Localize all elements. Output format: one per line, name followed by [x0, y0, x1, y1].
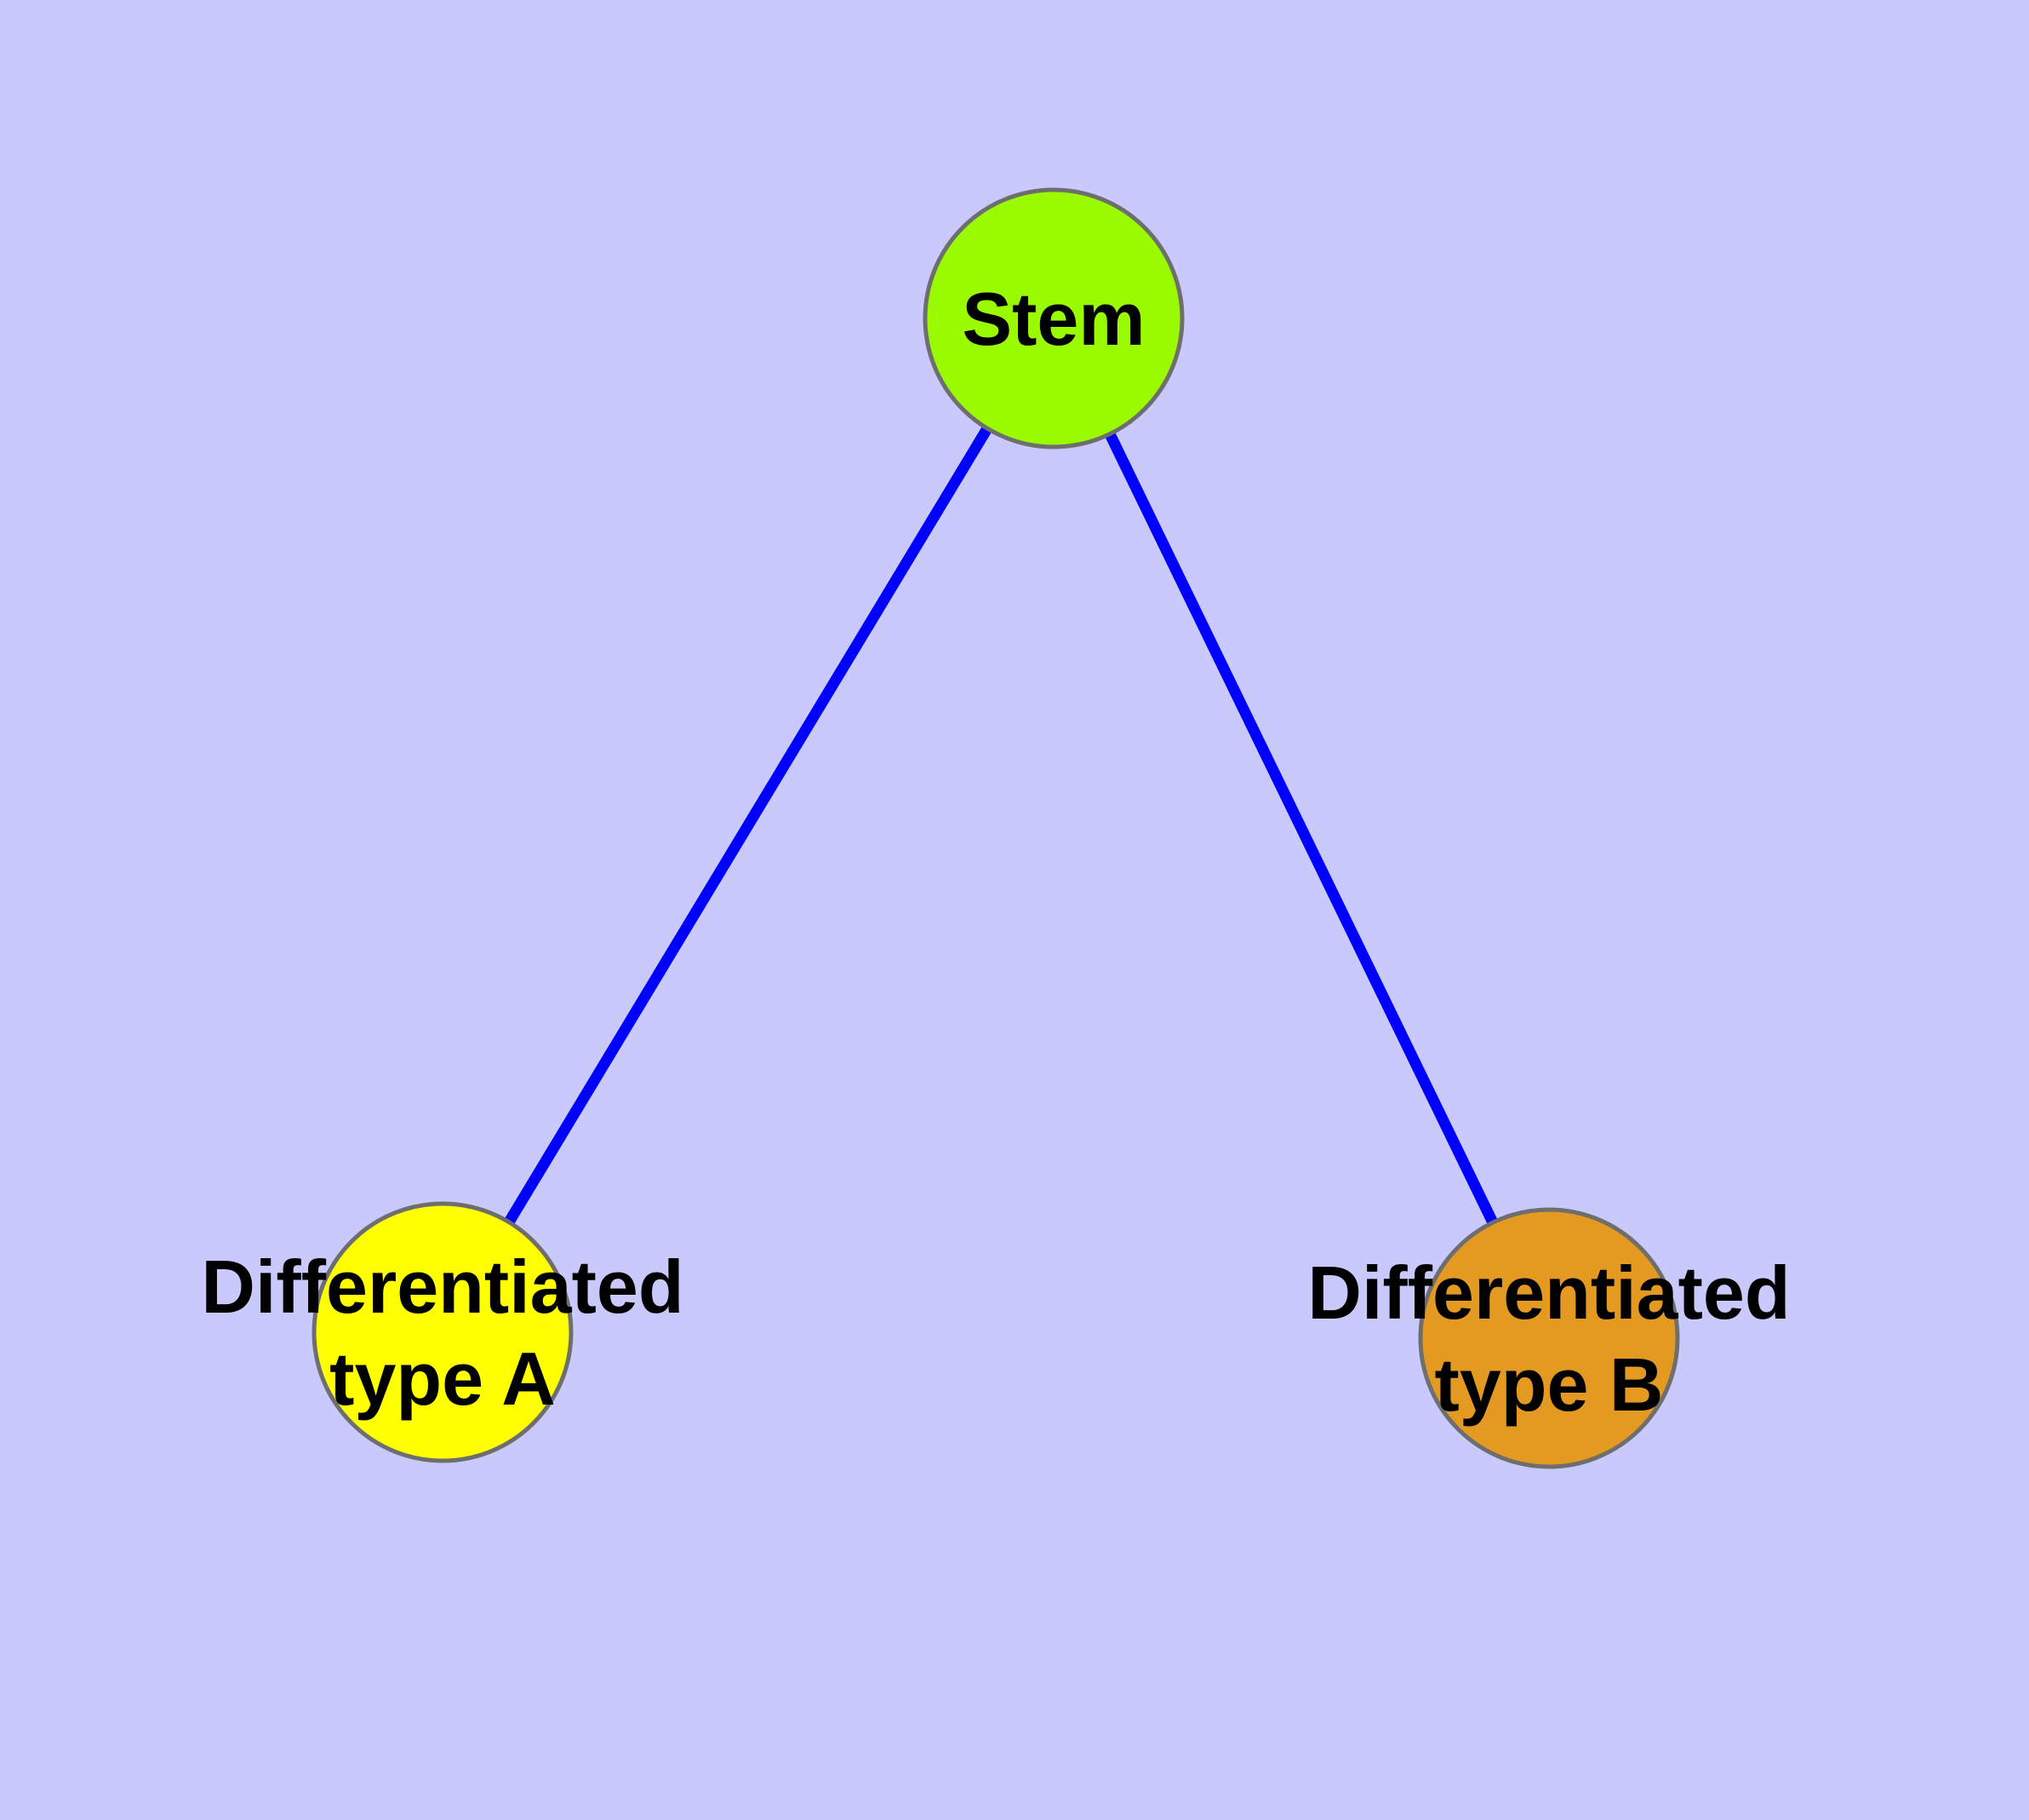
node-differentiated-type-a-label-line: type A — [329, 1336, 556, 1421]
node-differentiated-type-a-circle — [311, 1201, 574, 1463]
node-differentiated-type-b-label-line: type B — [1435, 1342, 1664, 1427]
node-differentiated-type-b-circle — [1418, 1207, 1680, 1469]
node-differentiated-type-b-label-line: Differentiated — [1307, 1251, 1790, 1335]
edge-stem-to-differentiated-type-b — [1049, 316, 1554, 1341]
node-differentiated-type-a-label-line: Differentiated — [201, 1245, 683, 1329]
node-stem-label: Stem — [962, 277, 1145, 361]
node-stem-circle — [923, 187, 1185, 449]
node-stem-label-line: Stem — [962, 277, 1145, 361]
edge-stem-to-differentiated-type-a — [437, 315, 1059, 1336]
